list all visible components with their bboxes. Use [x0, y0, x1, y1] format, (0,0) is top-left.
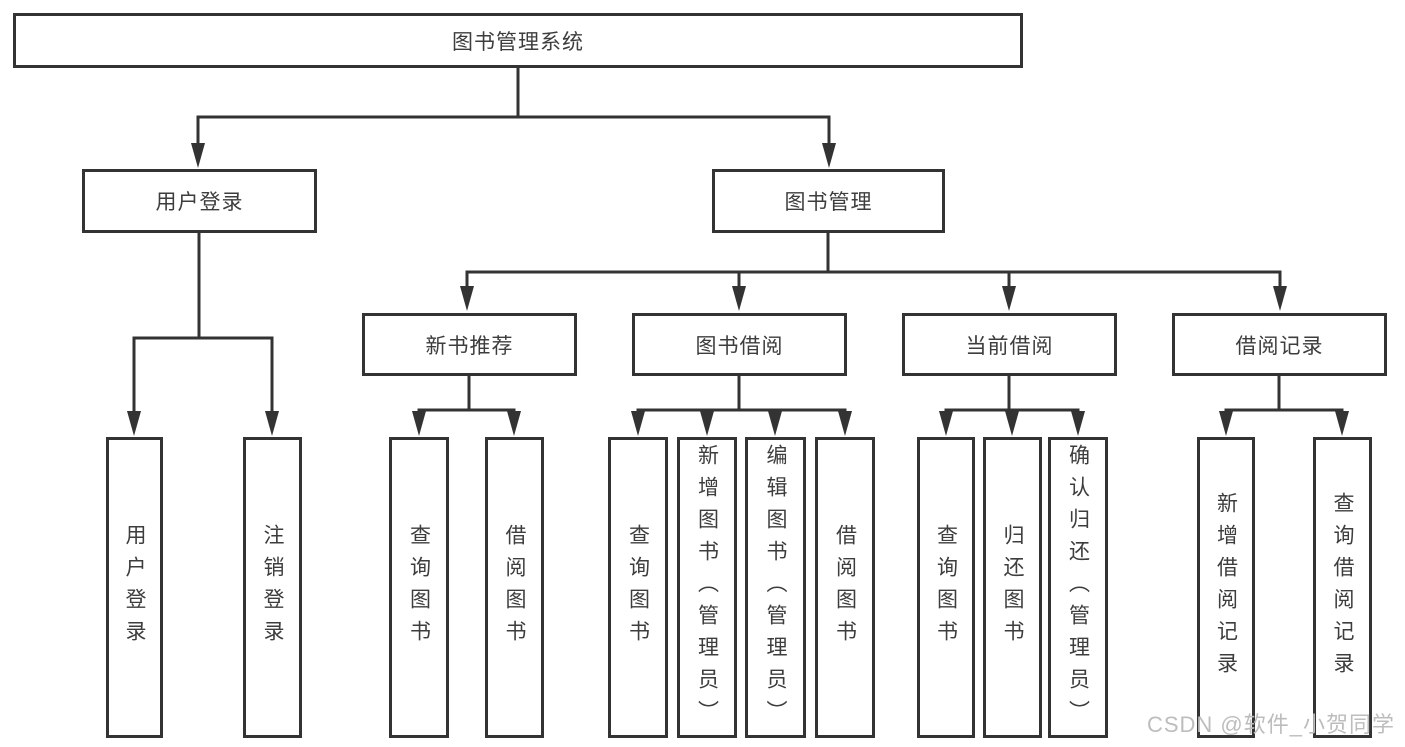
node-root: 图书管理系统: [13, 13, 1023, 68]
leaf-logout-label: 注销登录: [261, 523, 284, 652]
arrowhead-icon: [1002, 286, 1016, 311]
leaf-return-books: 归还图书: [983, 437, 1042, 738]
node-user-login-label: 用户登录: [155, 191, 244, 214]
leaf-confirm-return-admin: 确认归还（管理员）: [1048, 437, 1108, 738]
node-current-borrow: 当前借阅: [902, 313, 1117, 376]
arrowhead-icon: [507, 411, 521, 436]
arrowhead-icon: [1335, 411, 1349, 436]
leaf-borrow-books: 借阅图书: [815, 437, 875, 738]
leaf-borrow-books-label: 借阅图书: [833, 523, 857, 652]
connector-user-login: [132, 231, 274, 414]
leaf-edit-books-admin-label: 编辑图书（管理员）: [764, 443, 787, 732]
arrowhead-icon: [768, 411, 782, 436]
connector-new-books: [417, 374, 516, 415]
node-borrow-records-label: 借阅记录: [1235, 334, 1324, 358]
leaf-query-books-recommend-label: 查询图书: [407, 523, 431, 652]
leaf-query-books-borrow-label: 查询图书: [626, 523, 650, 652]
node-new-books: 新书推荐: [362, 313, 577, 376]
leaf-borrow-books-recommend: 借阅图书: [485, 437, 544, 738]
node-book-mgmt-label: 图书管理: [784, 191, 873, 214]
leaf-query-books-current: 查询图书: [917, 437, 975, 738]
arrowhead-icon: [1005, 411, 1019, 436]
node-new-books-label: 新书推荐: [425, 334, 514, 358]
arrowhead-icon: [838, 411, 852, 436]
leaf-borrow-books-recommend-label: 借阅图书: [503, 523, 526, 652]
node-book-mgmt: 图书管理: [712, 169, 945, 233]
arrowhead-icon: [127, 411, 141, 436]
leaf-return-books-label: 归还图书: [1001, 523, 1024, 652]
arrowhead-icon: [191, 143, 205, 168]
node-book-borrow-label: 图书借阅: [695, 334, 784, 358]
connector-book-borrow: [636, 374, 847, 415]
arrowhead-icon: [265, 411, 279, 436]
node-root-label: 图书管理系统: [452, 30, 584, 54]
leaf-query-books-borrow: 查询图书: [608, 437, 668, 738]
leaf-add-borrow-record-label: 新增借阅记录: [1214, 491, 1238, 684]
arrowhead-icon: [1273, 286, 1287, 311]
leaf-edit-books-admin: 编辑图书（管理员）: [745, 437, 806, 738]
leaf-user-login-label: 用户登录: [123, 523, 146, 652]
arrowhead-icon: [460, 286, 474, 311]
arrowhead-icon: [631, 411, 645, 436]
node-borrow-records: 借阅记录: [1172, 313, 1387, 376]
watermark: CSDN @软件_小贺同学: [1146, 712, 1395, 737]
arrowhead-icon: [700, 411, 714, 436]
node-book-borrow: 图书借阅: [632, 313, 847, 376]
connector-current-borrow: [944, 374, 1080, 415]
connector-book-mgmt: [465, 231, 1282, 290]
leaf-add-borrow-record: 新增借阅记录: [1197, 437, 1255, 738]
node-current-borrow-label: 当前借阅: [965, 334, 1054, 358]
connector-borrow-records: [1224, 374, 1344, 415]
leaf-add-books-admin: 新增图书（管理员）: [677, 437, 737, 738]
leaf-query-books-recommend: 查询图书: [389, 437, 449, 738]
arrowhead-icon: [939, 411, 953, 436]
leaf-add-books-admin-label: 新增图书（管理员）: [695, 443, 719, 732]
leaf-user-login: 用户登录: [106, 437, 163, 738]
connector-root: [196, 66, 831, 146]
arrowhead-icon: [1219, 411, 1233, 436]
leaf-query-borrow-record-label: 查询借阅记录: [1331, 491, 1354, 684]
arrowhead-icon: [412, 411, 426, 436]
arrowhead-icon: [732, 286, 746, 311]
node-user-login: 用户登录: [82, 169, 317, 233]
leaf-query-borrow-record: 查询借阅记录: [1313, 437, 1372, 738]
leaf-logout: 注销登录: [243, 437, 302, 738]
leaf-query-books-current-label: 查询图书: [934, 523, 958, 652]
leaf-confirm-return-admin-label: 确认归还（管理员）: [1066, 443, 1090, 732]
arrowhead-icon: [822, 143, 836, 168]
arrowhead-icon: [1071, 411, 1085, 436]
